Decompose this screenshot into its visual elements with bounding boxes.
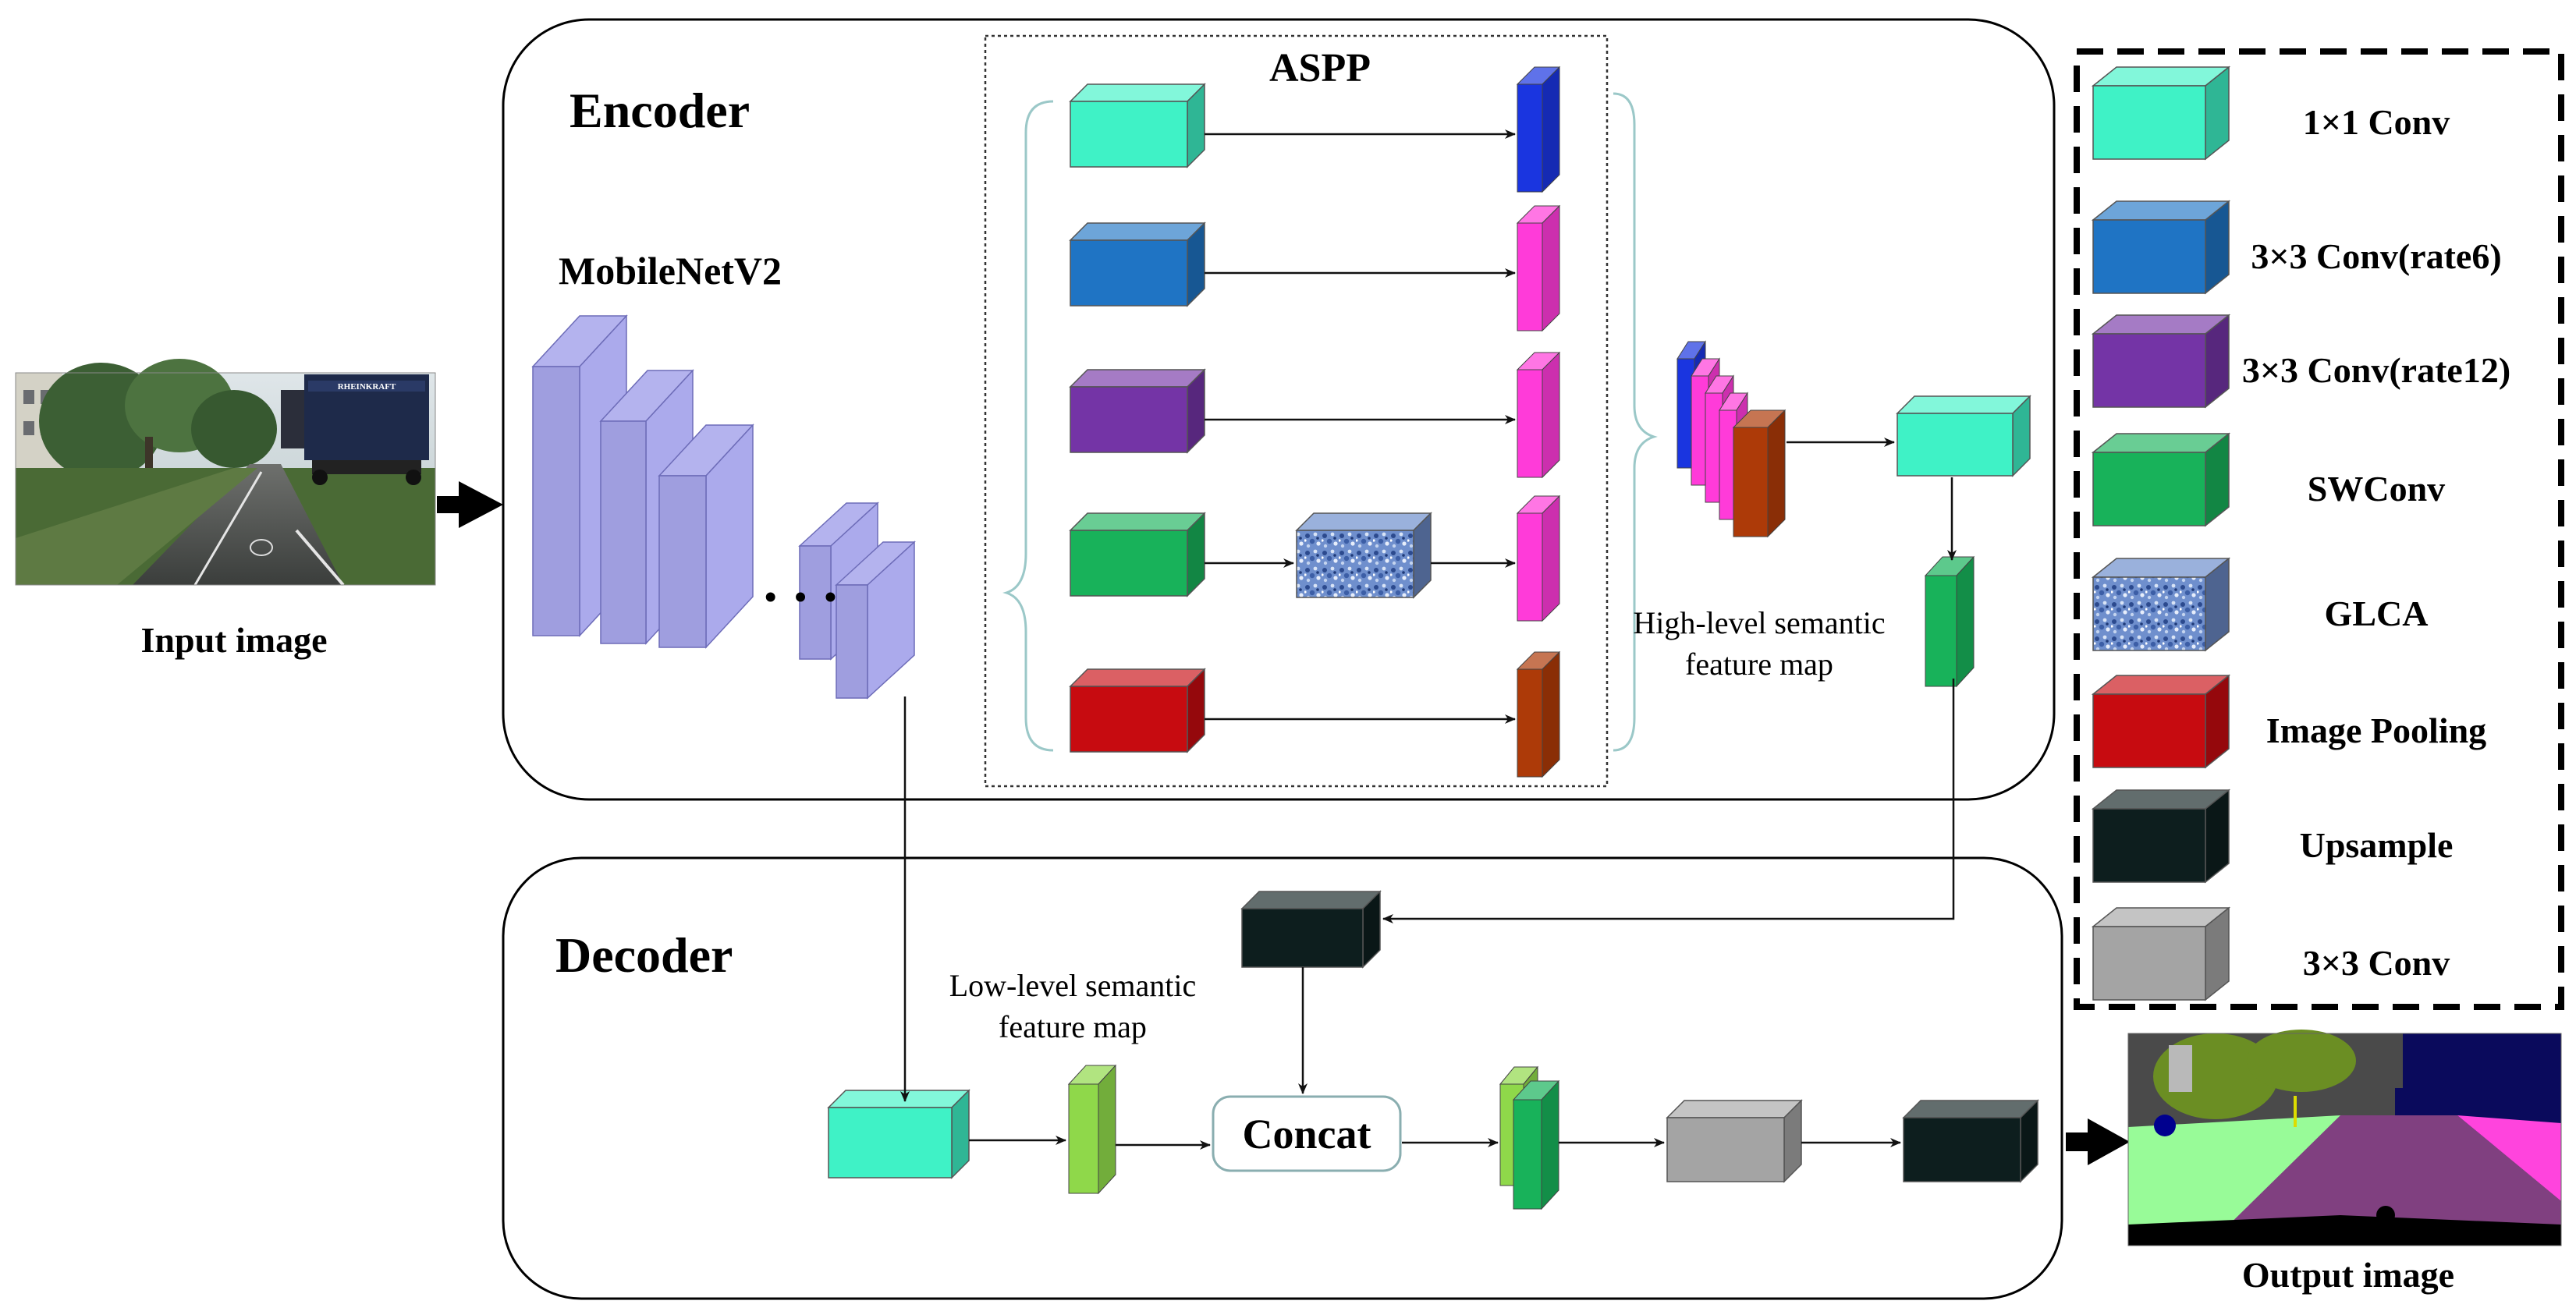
encoder-panel bbox=[502, 18, 2056, 801]
truck-sign-text: RHEINKRAFT bbox=[338, 382, 396, 392]
low-level-feature-slab bbox=[1067, 1064, 1117, 1195]
aspp-branch-rate6-block bbox=[1069, 222, 1206, 307]
aspp-branch-1x1-conv-output bbox=[1516, 66, 1561, 193]
textured-cube-icon bbox=[2091, 557, 2231, 652]
legend-item: Image Pooling bbox=[2091, 674, 2486, 769]
encoder-1x1-conv-block bbox=[1896, 395, 2031, 477]
legend-item: SWConv bbox=[2091, 432, 2445, 527]
input-image: RHEINKRAFT bbox=[15, 359, 436, 587]
decoder-title: Decoder bbox=[555, 927, 733, 983]
high-level-label-line1: High-level semantic bbox=[1633, 605, 1885, 640]
backbone-layer bbox=[835, 541, 916, 700]
cube-icon bbox=[2091, 314, 2231, 409]
legend-label: SWConv bbox=[2308, 469, 2445, 509]
legend-label: 1×1 Conv bbox=[2303, 102, 2450, 142]
connection-arrows bbox=[900, 438, 1957, 1150]
output-image bbox=[2127, 1030, 2562, 1246]
legend-item: GLCA bbox=[2091, 557, 2429, 652]
output-arrow bbox=[2066, 1118, 2130, 1165]
cube-icon bbox=[2091, 906, 2231, 1001]
aspp-branch-1x1-conv-block bbox=[1069, 83, 1206, 168]
aspp-left-brace bbox=[1002, 100, 1054, 752]
legend-box bbox=[2074, 48, 2564, 1010]
legend-label: GLCA bbox=[2325, 594, 2429, 633]
output-image-label: Output image bbox=[2242, 1255, 2454, 1295]
input-arrow bbox=[437, 481, 503, 528]
legend-label: Upsample bbox=[2300, 825, 2454, 865]
legend-item: 3×3 Conv(rate6) bbox=[2091, 200, 2502, 295]
concat-label: Concat bbox=[1243, 1111, 1371, 1157]
legend-item: 3×3 Conv bbox=[2091, 906, 2450, 1001]
encoder-title: Encoder bbox=[569, 83, 750, 138]
aspp-branch-rate12-output bbox=[1516, 351, 1561, 479]
input-image-label: Input image bbox=[141, 620, 328, 660]
stack-slab bbox=[1732, 409, 1787, 538]
legend-item: 3×3 Conv(rate12) bbox=[2091, 314, 2510, 409]
legend-label: 3×3 Conv bbox=[2303, 943, 2450, 983]
cube-icon bbox=[2091, 66, 2231, 161]
legend: 1×1 Conv 3×3 Conv(rate6) 3×3 Conv(rate12) S… bbox=[2091, 66, 2510, 1001]
aspp-branch-image-pooling-block bbox=[1069, 668, 1206, 753]
aspp-branch-swconv-block bbox=[1069, 512, 1206, 597]
concat-slab-front bbox=[1512, 1079, 1560, 1210]
high-level-feature-slab bbox=[1924, 555, 1975, 688]
aspp-branch-rate12-block bbox=[1069, 368, 1206, 454]
decoder-panel bbox=[502, 856, 2063, 1300]
cube-icon bbox=[2091, 432, 2231, 527]
decoder-upsample-block-1 bbox=[1240, 890, 1382, 969]
low-level-label-line2: feature map bbox=[999, 1009, 1147, 1044]
decoder-1x1-conv-block bbox=[827, 1089, 970, 1179]
legend-label: 3×3 Conv(rate12) bbox=[2242, 350, 2510, 390]
decoder-blocks bbox=[827, 890, 2039, 1210]
decoder-upsample-block-2 bbox=[1902, 1099, 2039, 1183]
legend-label: Image Pooling bbox=[2266, 711, 2486, 750]
aspp-branch-image-pooling-output bbox=[1516, 650, 1561, 778]
high-level-label-line2: feature map bbox=[1685, 647, 1833, 682]
decoder-3x3-conv-block bbox=[1666, 1099, 1803, 1183]
cube-icon bbox=[2091, 789, 2231, 884]
legend-item: Upsample bbox=[2091, 789, 2454, 884]
aspp-title: ASPP bbox=[1269, 46, 1371, 90]
cube-icon bbox=[2091, 674, 2231, 769]
aspp-branches bbox=[1069, 66, 1561, 778]
high-level-feature-stack bbox=[1677, 340, 2031, 688]
legend-item: 1×1 Conv bbox=[2091, 66, 2450, 161]
mobilenetv2-backbone bbox=[531, 314, 916, 700]
cube-icon bbox=[2091, 200, 2231, 295]
backbone-title: MobileNetV2 bbox=[559, 249, 782, 292]
legend-label: 3×3 Conv(rate6) bbox=[2251, 236, 2501, 276]
glca-block bbox=[1295, 512, 1432, 599]
ellipsis-dots: • • • bbox=[765, 578, 841, 616]
backbone-layer bbox=[658, 424, 754, 649]
concat-box bbox=[1212, 1095, 1402, 1172]
arrow-highlevel-to-upsample bbox=[1382, 679, 1955, 923]
aspp-branch-swconv-output bbox=[1516, 494, 1561, 622]
aspp-right-brace bbox=[1613, 92, 1658, 752]
low-level-label-line1: Low-level semantic bbox=[949, 968, 1197, 1003]
aspp-branch-rate6-output bbox=[1516, 204, 1561, 332]
